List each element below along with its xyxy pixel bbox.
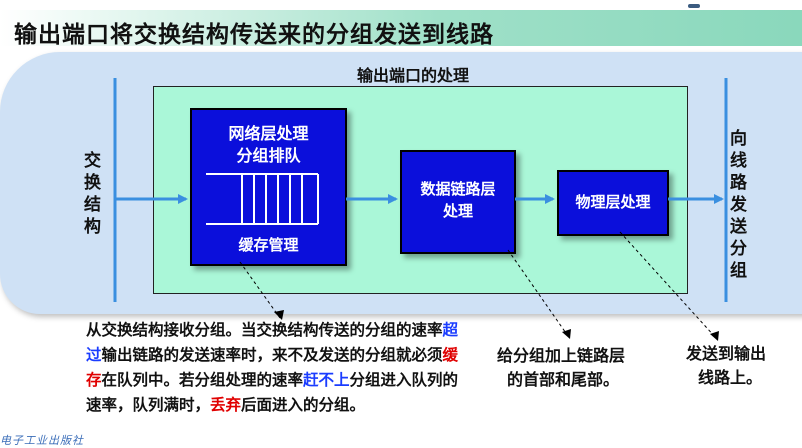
- physical-layer-box: 物理层处理: [557, 170, 669, 236]
- highlight-buffer: 缓存: [86, 346, 459, 389]
- publisher-logo: 电子工业出版社: [0, 434, 84, 447]
- callout-network: [239, 261, 281, 319]
- queue-buffer: [206, 173, 319, 225]
- buffer-management-label: 缓存管理: [238, 236, 299, 254]
- highlight-discard: 丢弃: [210, 396, 242, 414]
- highlight-cannot-keep-up: 赶不上: [303, 371, 350, 389]
- page-title: 输出端口将交换结构传送来的分组发送到线路: [14, 22, 494, 48]
- physical-note: 发送到输出 线路上。: [686, 344, 767, 387]
- title-bar: [0, 10, 802, 46]
- section-label: 输出端口的处理: [357, 66, 470, 85]
- callout-datalink: [507, 249, 569, 337]
- data-link-layer-box: 数据链路层 处理: [400, 150, 516, 254]
- data-link-line2: 处理: [442, 202, 473, 220]
- network-layer-title: 网络层处理: [228, 124, 309, 143]
- highlight-exceed: 超过: [86, 321, 459, 364]
- callout-network-head: [274, 310, 284, 320]
- data-link-line1: 数据链路层: [420, 180, 496, 198]
- callout-physical-head: [710, 331, 719, 341]
- datalink-note: 给分组加上链路层 的首部和尾部。: [497, 346, 626, 389]
- top-indicator: [688, 4, 700, 8]
- callout-datalink-head: [562, 329, 571, 339]
- to-line-label: 向 线 路 发 送 分 组: [730, 129, 747, 281]
- physical-layer-label: 物理层处理: [575, 193, 651, 211]
- description-paragraph: 从交换结构接收分组。当交换结构传送的分组的速率超过输出链路的发送速率时，来不及发…: [86, 321, 459, 414]
- callout-physical: [619, 231, 717, 339]
- switch-fabric-label: 交 换 结 构: [84, 151, 101, 237]
- packet-queue-title: 分组排队: [236, 146, 301, 165]
- network-layer-box: 网络层处理 分组排队 缓存管理: [190, 108, 347, 266]
